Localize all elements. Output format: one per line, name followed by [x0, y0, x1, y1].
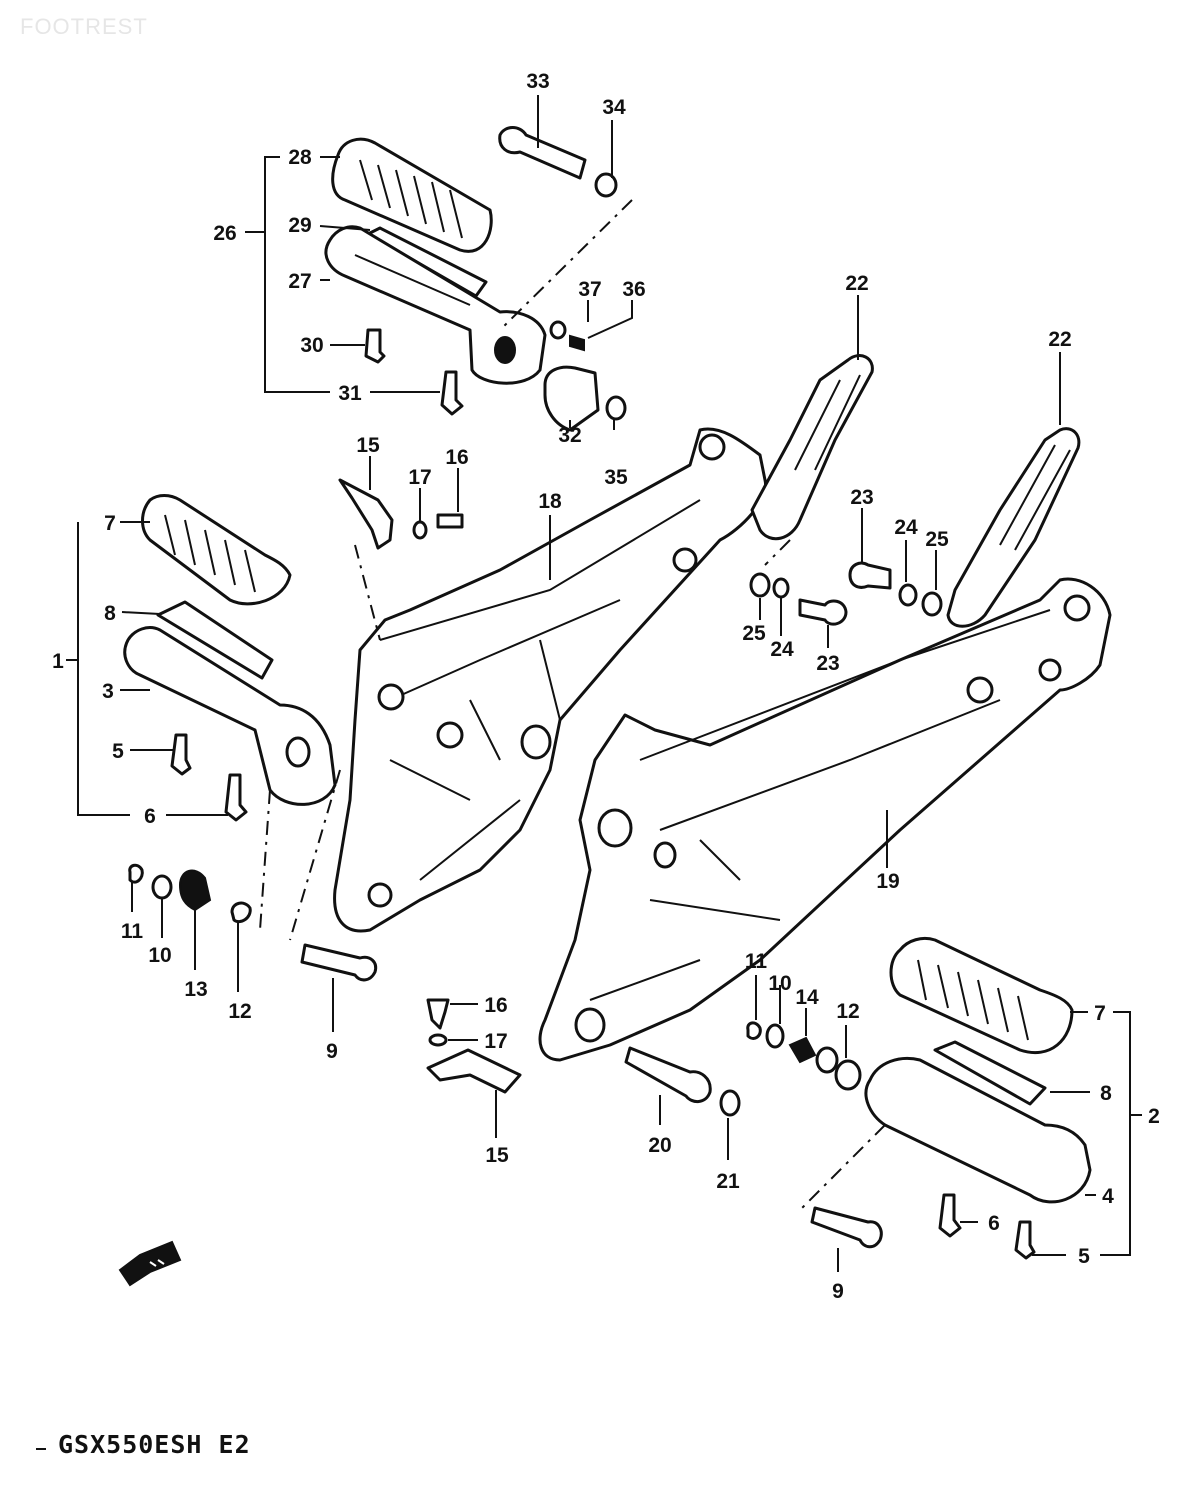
callout-5-left: 5	[112, 740, 124, 763]
callout-25-top: 25	[925, 528, 949, 551]
callout-24-bottom: 24	[770, 638, 794, 661]
callout-15-top: 15	[356, 434, 380, 457]
callout-2: 2	[1148, 1105, 1160, 1128]
callout-33: 33	[526, 70, 549, 93]
heel-guards	[750, 354, 1081, 628]
callout-3: 3	[102, 680, 114, 703]
callout-23-bottom: 23	[816, 652, 839, 675]
bolt-and-cap	[624, 1046, 741, 1117]
callout-21: 21	[716, 1170, 740, 1193]
callout-13: 13	[184, 978, 207, 1001]
callout-16-top: 16	[445, 446, 468, 469]
footrest-bracket-right	[538, 577, 1112, 1062]
callout-8-left: 8	[104, 602, 116, 625]
callout-28: 28	[288, 146, 312, 169]
leader-lines	[66, 95, 1142, 1272]
callout-5-right: 5	[1078, 1245, 1090, 1268]
heel-guard-hardware	[749, 539, 943, 626]
callout-9-left: 9	[326, 1040, 338, 1063]
callout-23-top: 23	[850, 486, 873, 509]
callout-11-right: 11	[745, 950, 768, 973]
callout-34: 34	[602, 96, 626, 119]
callout-7-left: 7	[104, 512, 116, 535]
callout-36: 36	[622, 278, 645, 301]
callout-14: 14	[795, 986, 819, 1009]
front-direction-arrow	[118, 1240, 182, 1287]
rear-footrest-assembly-left	[324, 126, 633, 432]
callout-12-left: 12	[228, 1000, 251, 1023]
callout-19: 19	[876, 870, 899, 893]
callout-9-right: 9	[832, 1280, 844, 1303]
callout-11-left: 11	[121, 920, 144, 943]
callout-12-right: 12	[836, 1000, 859, 1023]
clamp-hardware-upper	[338, 478, 464, 641]
callout-numbers: 33 34 28 29 26 27 37 36 22 22 30 31 32 3…	[52, 70, 1160, 1303]
callout-32: 32	[558, 424, 581, 447]
callout-6-right: 6	[988, 1212, 1000, 1235]
callout-18: 18	[538, 490, 562, 513]
callout-22-right: 22	[1048, 328, 1071, 351]
callout-29: 29	[288, 214, 311, 237]
callout-10-right: 10	[768, 972, 791, 995]
callout-10-left: 10	[148, 944, 171, 967]
callout-1: 1	[52, 650, 64, 673]
callout-7-right: 7	[1094, 1002, 1106, 1025]
footrest-bracket-left	[333, 427, 767, 933]
callout-22-left: 22	[845, 272, 868, 295]
callout-16-bottom: 16	[484, 994, 507, 1017]
callout-4: 4	[1102, 1185, 1114, 1208]
callout-17-top: 17	[408, 466, 431, 489]
callout-25-bottom: 25	[742, 622, 766, 645]
callout-37: 37	[578, 278, 601, 301]
watermark-title: FOOTREST	[20, 14, 148, 39]
front-footrest-assembly-right	[746, 936, 1092, 1260]
callout-24-top: 24	[894, 516, 918, 539]
callout-17-bottom: 17	[484, 1030, 507, 1053]
front-footrest-assembly-left	[123, 494, 378, 982]
model-code-label: GSX550ESH E2	[58, 1430, 251, 1459]
callout-15-bottom: 15	[485, 1144, 509, 1167]
model-code-dash	[36, 1448, 46, 1450]
callout-35: 35	[604, 466, 628, 489]
callout-30: 30	[300, 334, 323, 357]
callout-8-right: 8	[1100, 1082, 1112, 1105]
callout-26: 26	[213, 222, 236, 245]
callout-20: 20	[648, 1134, 671, 1157]
callout-31: 31	[338, 382, 362, 405]
callout-6-left: 6	[144, 805, 156, 828]
callout-27: 27	[288, 270, 311, 293]
clamp-hardware-lower	[426, 998, 522, 1094]
